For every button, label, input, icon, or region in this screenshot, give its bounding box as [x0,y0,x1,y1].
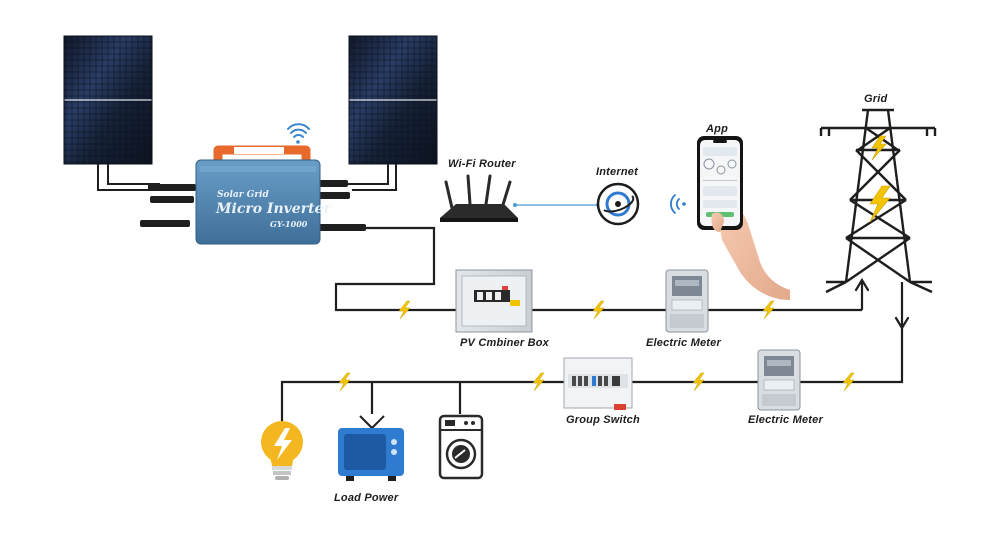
wifi-router-icon [440,174,518,222]
panel-cables [97,164,397,191]
internet-label: Internet [596,166,638,178]
phone-app-icon [697,136,790,300]
grid-label: Grid [864,93,888,105]
wire-bolts [338,300,855,392]
signal-icon [670,194,686,214]
lightning-bolt-icon [842,372,855,392]
pv-combiner-box-label: PV Cmbiner Box [460,337,549,349]
lightning-bolt-icon [692,372,705,392]
tv-icon [338,415,404,481]
lightning-bolt-icon [338,372,351,392]
app-label: App [706,123,728,135]
group-switch-label: Group Switch [566,414,640,426]
lightning-bolt-icon [532,372,545,392]
flow-arrows [854,277,910,331]
lightning-bolt-icon [592,300,605,320]
solar-panel-left [63,35,153,165]
internet-icon [596,182,640,226]
solar-panel-right [348,35,438,165]
wifi-router-label: Wi-Fi Router [448,158,516,170]
lightning-bolt-icon [762,300,775,320]
inverter-line2: Micro Inverter [216,201,331,217]
electric-meter-bottom-label: Electric Meter [748,414,823,426]
inverter-model: GY-1000 [270,219,308,229]
load-power-label: Load Power [334,492,399,504]
lightning-bolt-icon [398,300,411,320]
electric-meter-bottom-icon [757,349,801,411]
data-link [513,203,600,207]
electric-meter-top-icon [665,269,709,333]
pv-combiner-box-icon [455,269,533,333]
grid-bolts [869,135,891,223]
electric-meter-top-label: Electric Meter [646,337,721,349]
mc4-connectors [140,180,366,231]
light-bulb-icon [261,421,303,480]
group-switch-icon [563,357,633,410]
grid-pylon-icon [819,108,937,294]
micro-inverter [195,145,321,245]
inverter-line1: Solar Grid [217,190,269,200]
washing-machine-icon [438,414,484,480]
wifi-icon [287,123,310,144]
